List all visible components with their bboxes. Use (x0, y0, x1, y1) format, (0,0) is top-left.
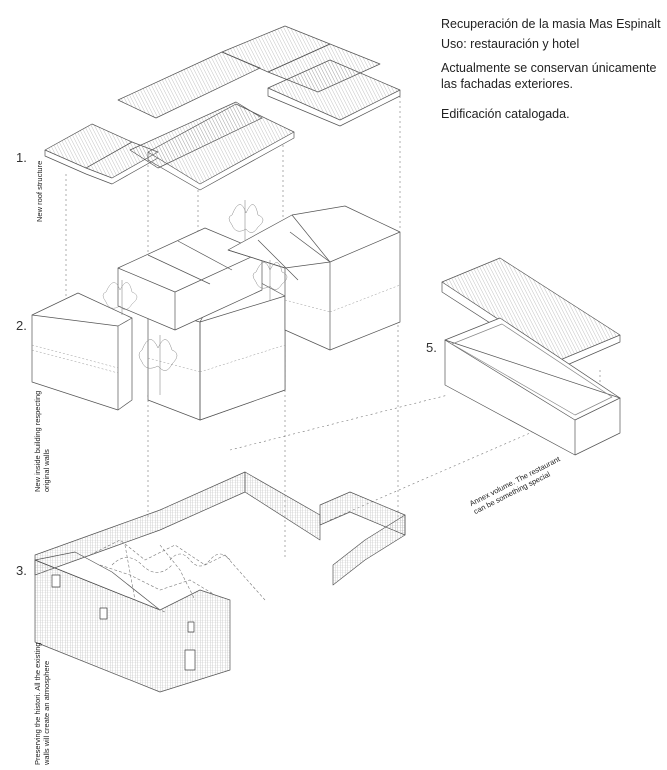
step-number-1: 1. (16, 150, 27, 165)
project-title: Recuperación de la masia Mas Espinalt (441, 17, 661, 31)
existing-walls (34, 471, 406, 693)
project-note-line1: Actualmente se conservan únicamente (441, 61, 657, 75)
annex-volume (441, 257, 621, 456)
caption-line: New inside building respecting (33, 390, 42, 492)
project-note-line2: las fachadas exteriores. (441, 77, 574, 91)
window (187, 621, 195, 633)
ruin-traces (89, 539, 266, 613)
inside-building-details (31, 284, 401, 374)
tree (252, 260, 288, 300)
roof-structure (44, 25, 401, 191)
caption-line: walls will create an atmosphere (42, 660, 51, 765)
caption-line: New roof structure (35, 160, 44, 222)
project-status: Edificación catalogada. (441, 107, 570, 121)
tree-sketches (102, 200, 288, 395)
window (99, 607, 108, 620)
roof-plane (147, 103, 295, 185)
tree (228, 200, 264, 240)
step-caption-1: New roof structure (35, 161, 44, 222)
door (184, 649, 196, 671)
caption-line: original walls (42, 449, 51, 492)
step-number-3: 3. (16, 563, 27, 578)
project-use: Uso: restauración y hotel (441, 37, 580, 51)
tree (102, 280, 138, 315)
step-number-5: 5. (426, 340, 437, 355)
inside-building (31, 205, 401, 421)
caption-line: Preserving the histori. All the existing (33, 642, 42, 765)
step-number-2: 2. (16, 318, 27, 333)
step-caption-3: Preserving the histori. All the existing… (33, 642, 51, 765)
step-caption-2: New inside building respecting original … (33, 391, 51, 492)
tree (138, 335, 178, 395)
window (51, 574, 61, 588)
